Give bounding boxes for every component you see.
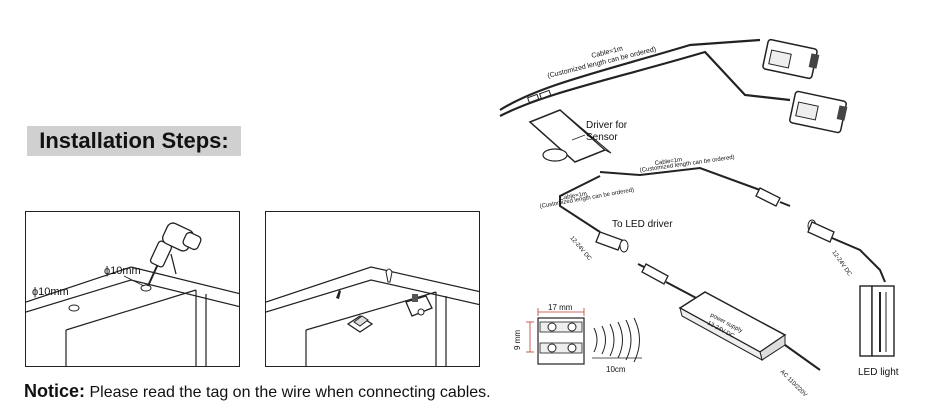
notice-text: Notice: Please read the tag on the wire … [24,381,491,402]
cable-top-label-1: Cable=1m [591,45,624,60]
sensor-head-top [762,38,820,80]
step-2-illustration [266,266,479,366]
dim-width-label: 17 mm [548,303,573,312]
cable-mid [599,166,761,191]
dim-height-label: 9 mm [513,330,522,350]
sensor-head-bottom [789,90,848,134]
power-supply-box [678,291,787,361]
plug-voltage-right: 12-24V DC [830,250,852,278]
dim-distance-label: 10cm [606,365,626,374]
notice-title: Notice: [24,381,86,401]
dc-plug-female-right [807,219,835,243]
hole-drill [140,284,152,292]
power-supply-label-1: power supply [709,312,743,334]
dc-plug-female-left [595,231,629,253]
step-1-drill-holes-panel: ϕ10mm ϕ10mm [25,211,240,367]
sensor-module-icon [346,294,433,333]
cable-left-label-2: (Customized length can be ordered) [539,187,634,210]
detection-wave-icon [593,317,640,363]
hole-label-left: ϕ10mm [32,286,69,298]
cable-mid-label-1: Cable=1m [654,157,682,167]
ac-input-label: AC 110/220V [779,369,808,398]
driver-sensor-label-2: Sensor [586,132,618,143]
cable-top [499,38,761,111]
notice-body: Please read the tag on the wire when con… [89,384,491,401]
cable-mid-label-2: (Customized length can be ordered) [639,155,735,174]
sensor-dimension-drawing [526,308,585,365]
plug-voltage-left: 12-24V DC [568,235,592,262]
led-light-profile [859,285,895,357]
cable-left [559,175,601,233]
sensor-driver-box [528,109,612,163]
driver-sensor-label-1: Driver for [586,120,628,131]
step-1-illustration: ϕ10mm ϕ10mm [26,222,239,366]
hole-left [68,304,80,312]
screw-icon [336,268,393,299]
led-light-label: LED light [858,367,899,378]
drill-icon [147,222,202,287]
to-led-driver-label: To LED driver [612,219,673,230]
dc-plug-male-right [755,187,791,207]
power-supply-label-2: 12-24V DC [706,320,736,340]
step-2-mount-sensor-panel [265,211,480,367]
cable-top-label-2: (Customized length can be ordered) [547,46,657,80]
installation-steps-heading: Installation Steps: [27,126,241,156]
cable-left-label-1: Cable=1m [559,191,587,202]
hole-label-drill: ϕ10mm [104,265,141,277]
dc-plug-male-supply [637,263,669,285]
